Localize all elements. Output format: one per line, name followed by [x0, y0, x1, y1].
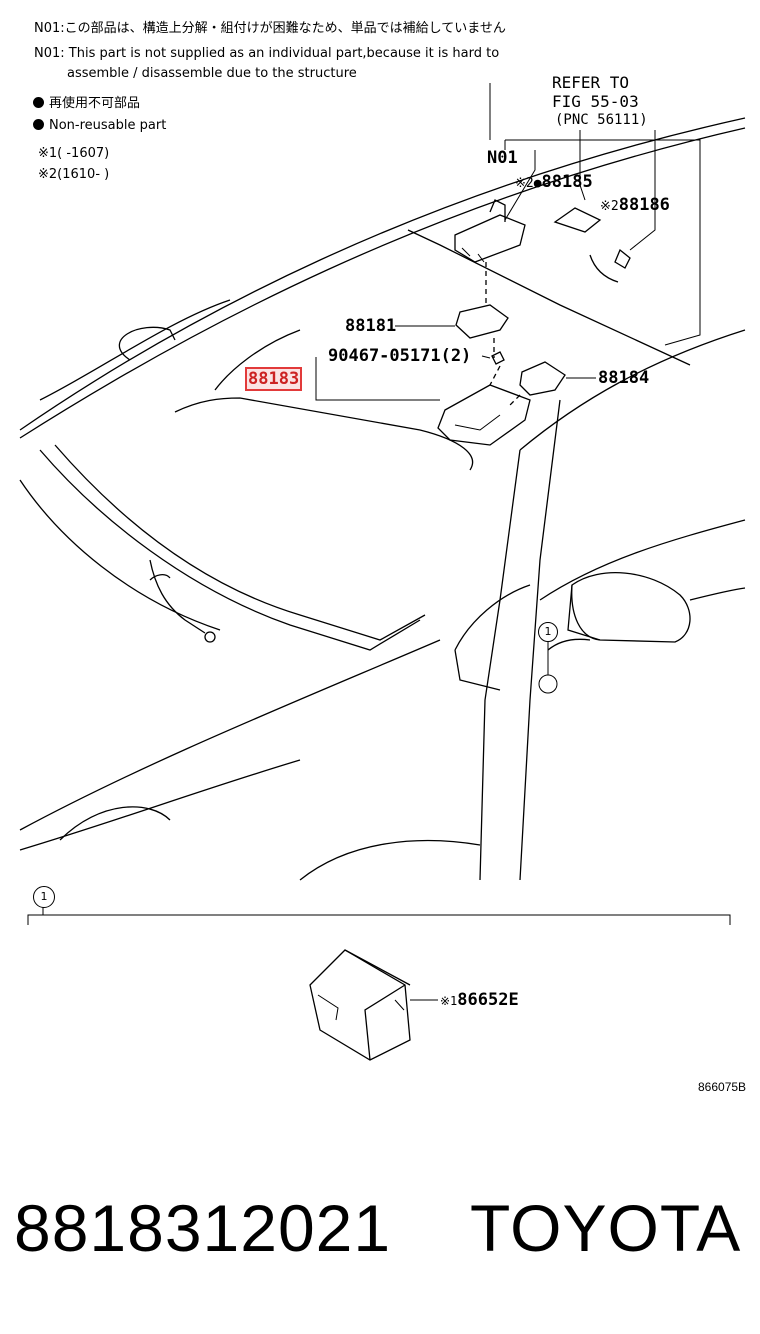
- callout-88181[interactable]: 88181: [345, 316, 397, 336]
- nonreusable-label-jp: 再使用不可部品: [49, 96, 141, 111]
- nonreusable-legend-en: Non-reusable part: [33, 118, 166, 134]
- note-n01-japanese: N01:この部品は、構造上分解・組付けが困難なため、単品では補給していません: [34, 21, 506, 36]
- production-range-2: ※2(1610- ): [38, 167, 110, 182]
- refer-figure-label: FIG 55-03: [552, 92, 639, 111]
- note-n01-english-line1: N01: This part is not supplied as an ind…: [34, 46, 500, 61]
- callout-86652e-number: 86652E: [457, 990, 519, 1010]
- nonreusable-label-en: Non-reusable part: [49, 118, 167, 133]
- refer-to-label: REFER TO: [552, 73, 630, 92]
- callout-88185-number: 88185: [541, 172, 593, 192]
- nonreusable-legend-jp: 再使用不可部品: [33, 96, 140, 112]
- callout-88183-highlighted[interactable]: 88183: [245, 367, 303, 391]
- callout-88184[interactable]: 88184: [598, 368, 650, 388]
- filled-circle-icon: [33, 97, 44, 108]
- part-number-title: 8818312021: [14, 1191, 392, 1265]
- callout-86652e[interactable]: ※186652E: [440, 990, 519, 1010]
- figure-code: 866075B: [698, 1080, 747, 1094]
- callout-86652e-prefix: ※1: [440, 994, 458, 1008]
- callout-90467-05171[interactable]: 90467-05171(2): [328, 346, 472, 366]
- detail-marker-1[interactable]: 1: [538, 622, 558, 642]
- callout-88186[interactable]: ※288186: [600, 195, 670, 215]
- callout-n01[interactable]: N01: [487, 148, 518, 168]
- detail-section-marker-1: 1: [33, 886, 55, 908]
- callout-88185[interactable]: ※2●88185: [515, 172, 593, 192]
- callout-88186-prefix: ※2: [600, 199, 619, 214]
- production-range-1: ※1( -1607): [38, 146, 110, 161]
- note-n01-english-line2: assemble / disassemble due to the struct…: [67, 66, 357, 81]
- callout-88185-prefix: ※2●: [515, 176, 542, 191]
- filled-circle-icon: [33, 119, 44, 130]
- refer-pnc-label: (PNC 56111): [555, 112, 648, 128]
- brand-title: TOYOTA: [470, 1191, 742, 1265]
- callout-88186-number: 88186: [618, 195, 670, 215]
